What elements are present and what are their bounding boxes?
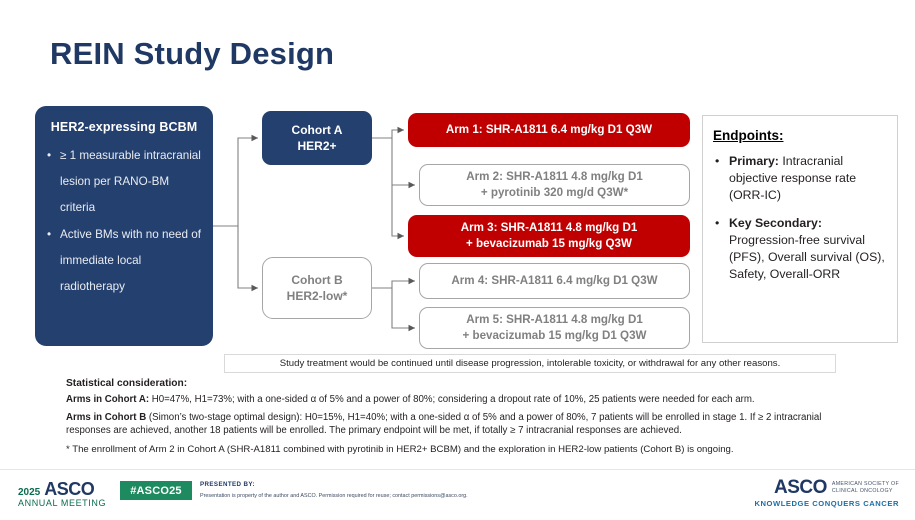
presented-by-label: PRESENTED BY: xyxy=(200,481,255,488)
asco-annual-meeting-label: ANNUAL MEETING xyxy=(18,498,107,508)
statistics-cohort-a-text: H0=47%, H1=73%; with a one-sided α of 5%… xyxy=(149,394,755,405)
asco-society-line-2: CLINICAL ONCOLOGY xyxy=(831,488,893,494)
endpoint-secondary: Key Secondary: Progression-free survival… xyxy=(713,215,887,283)
arm-4-line-1: Arm 4: SHR-A1811 6.4 mg/kg D1 Q3W xyxy=(451,274,658,287)
statistics-cohort-b-text: (Simon’s two-stage optimal design): H0=1… xyxy=(66,412,822,436)
treatment-duration-banner: Study treatment would be continued until… xyxy=(224,354,836,373)
population-criteria-list: ≥ 1 measurable intracranial lesion per R… xyxy=(47,143,201,301)
asco-wordmark: ASCO xyxy=(44,479,95,499)
arm-2-line-2: + pyrotinib 320 mg/d Q3W* xyxy=(480,186,629,199)
study-design-flowchart: HER2-expressing BCBM ≥ 1 measurable intr… xyxy=(0,0,915,360)
cohort-b-subtitle: HER2-low* xyxy=(286,289,348,303)
asco-annual-meeting-logo: 2025 ASCO ANNUAL MEETING xyxy=(18,479,106,508)
arm-5-line-1: Arm 5: SHR-A1811 4.8 mg/kg D1 xyxy=(466,313,643,326)
asco-society-wordmark: ASCO xyxy=(773,477,827,498)
endpoints-panel: Endpoints: Primary: Intracranial objecti… xyxy=(702,115,898,343)
arm-5-box: Arm 5: SHR-A1811 4.8 mg/kg D1 + bevacizu… xyxy=(419,307,690,349)
endpoint-primary-label: Primary: xyxy=(729,154,779,168)
statistics-cohort-a-label: Arms in Cohort A: xyxy=(66,394,150,405)
statistics-heading: Statistical consideration: xyxy=(66,378,188,389)
statistics-cohort-b-label: Arms in Cohort B xyxy=(66,412,147,423)
population-heading: HER2-expressing BCBM xyxy=(50,120,198,134)
population-criterion: Active BMs with no need of immediate loc… xyxy=(47,222,201,300)
endpoint-secondary-text: Progression-free survival (PFS), Overall… xyxy=(729,233,885,281)
endpoint-secondary-label: Key Secondary: xyxy=(729,216,822,230)
cohort-b-name: Cohort B xyxy=(291,273,343,287)
asco-society-line-1: AMERICAN SOCIETY OF xyxy=(831,481,899,487)
arm-4-box: Arm 4: SHR-A1811 6.4 mg/kg D1 Q3W xyxy=(419,263,690,299)
cohort-b-box: Cohort B HER2-low* xyxy=(262,257,372,319)
cohort-a-subtitle: HER2+ xyxy=(297,139,337,153)
endpoints-list: Primary: Intracranial objective response… xyxy=(713,153,887,283)
arm-3-box: Arm 3: SHR-A1811 4.8 mg/kg D1 + bevacizu… xyxy=(408,215,690,257)
asco-tagline: KNOWLEDGE CONQUERS CANCER xyxy=(754,499,899,508)
arm-2-line-1: Arm 2: SHR-A1811 4.8 mg/kg D1 xyxy=(466,170,643,183)
footnote: * The enrollment of Arm 2 in Cohort A (S… xyxy=(66,444,734,455)
arm-1-line-1: Arm 1: SHR-A1811 6.4 mg/kg D1 Q3W xyxy=(445,123,653,136)
statistics-cohort-a: Arms in Cohort A: H0=47%, H1=73%; with a… xyxy=(66,393,856,406)
arm-2-box: Arm 2: SHR-A1811 4.8 mg/kg D1 + pyrotini… xyxy=(419,164,690,206)
endpoint-primary-text: Intracranial objective response rate (OR… xyxy=(729,154,857,202)
population-criterion: ≥ 1 measurable intracranial lesion per R… xyxy=(47,143,201,221)
arm-3-line-2: + bevacizumab 15 mg/kg Q3W xyxy=(466,237,632,250)
footer-divider xyxy=(0,469,915,470)
page-title: REIN Study Design xyxy=(50,36,335,71)
treatment-duration-text: Study treatment would be continued until… xyxy=(279,358,781,369)
asco-hashtag-badge: #ASCO25 xyxy=(120,481,192,500)
permission-text: Presentation is property of the author a… xyxy=(200,493,468,499)
asco-society-logo: ASCO AMERICAN SOCIETY OF CLINICAL ONCOLO… xyxy=(754,478,899,508)
arm-1-box: Arm 1: SHR-A1811 6.4 mg/kg D1 Q3W xyxy=(408,113,690,147)
population-box: HER2-expressing BCBM ≥ 1 measurable intr… xyxy=(35,106,213,346)
cohort-a-box: Cohort A HER2+ xyxy=(262,111,372,165)
cohort-a-name: Cohort A xyxy=(291,123,343,137)
asco-year: 2025 xyxy=(18,487,41,498)
statistics-cohort-b: Arms in Cohort B (Simon’s two-stage opti… xyxy=(66,411,856,437)
arm-3-line-1: Arm 3: SHR-A1811 4.8 mg/kg D1 xyxy=(460,221,638,234)
arm-5-line-2: + bevacizumab 15 mg/kg D1 Q3W xyxy=(462,329,647,342)
presented-by-block: PRESENTED BY: Presentation is property o… xyxy=(200,481,468,499)
endpoints-title: Endpoints: xyxy=(713,128,784,143)
asco-society-name: AMERICAN SOCIETY OF CLINICAL ONCOLOGY xyxy=(832,481,899,497)
endpoint-primary: Primary: Intracranial objective response… xyxy=(713,153,887,204)
flow-connector-lines xyxy=(213,126,415,332)
statistical-consideration-section: Statistical consideration: Arms in Cohor… xyxy=(66,378,856,442)
